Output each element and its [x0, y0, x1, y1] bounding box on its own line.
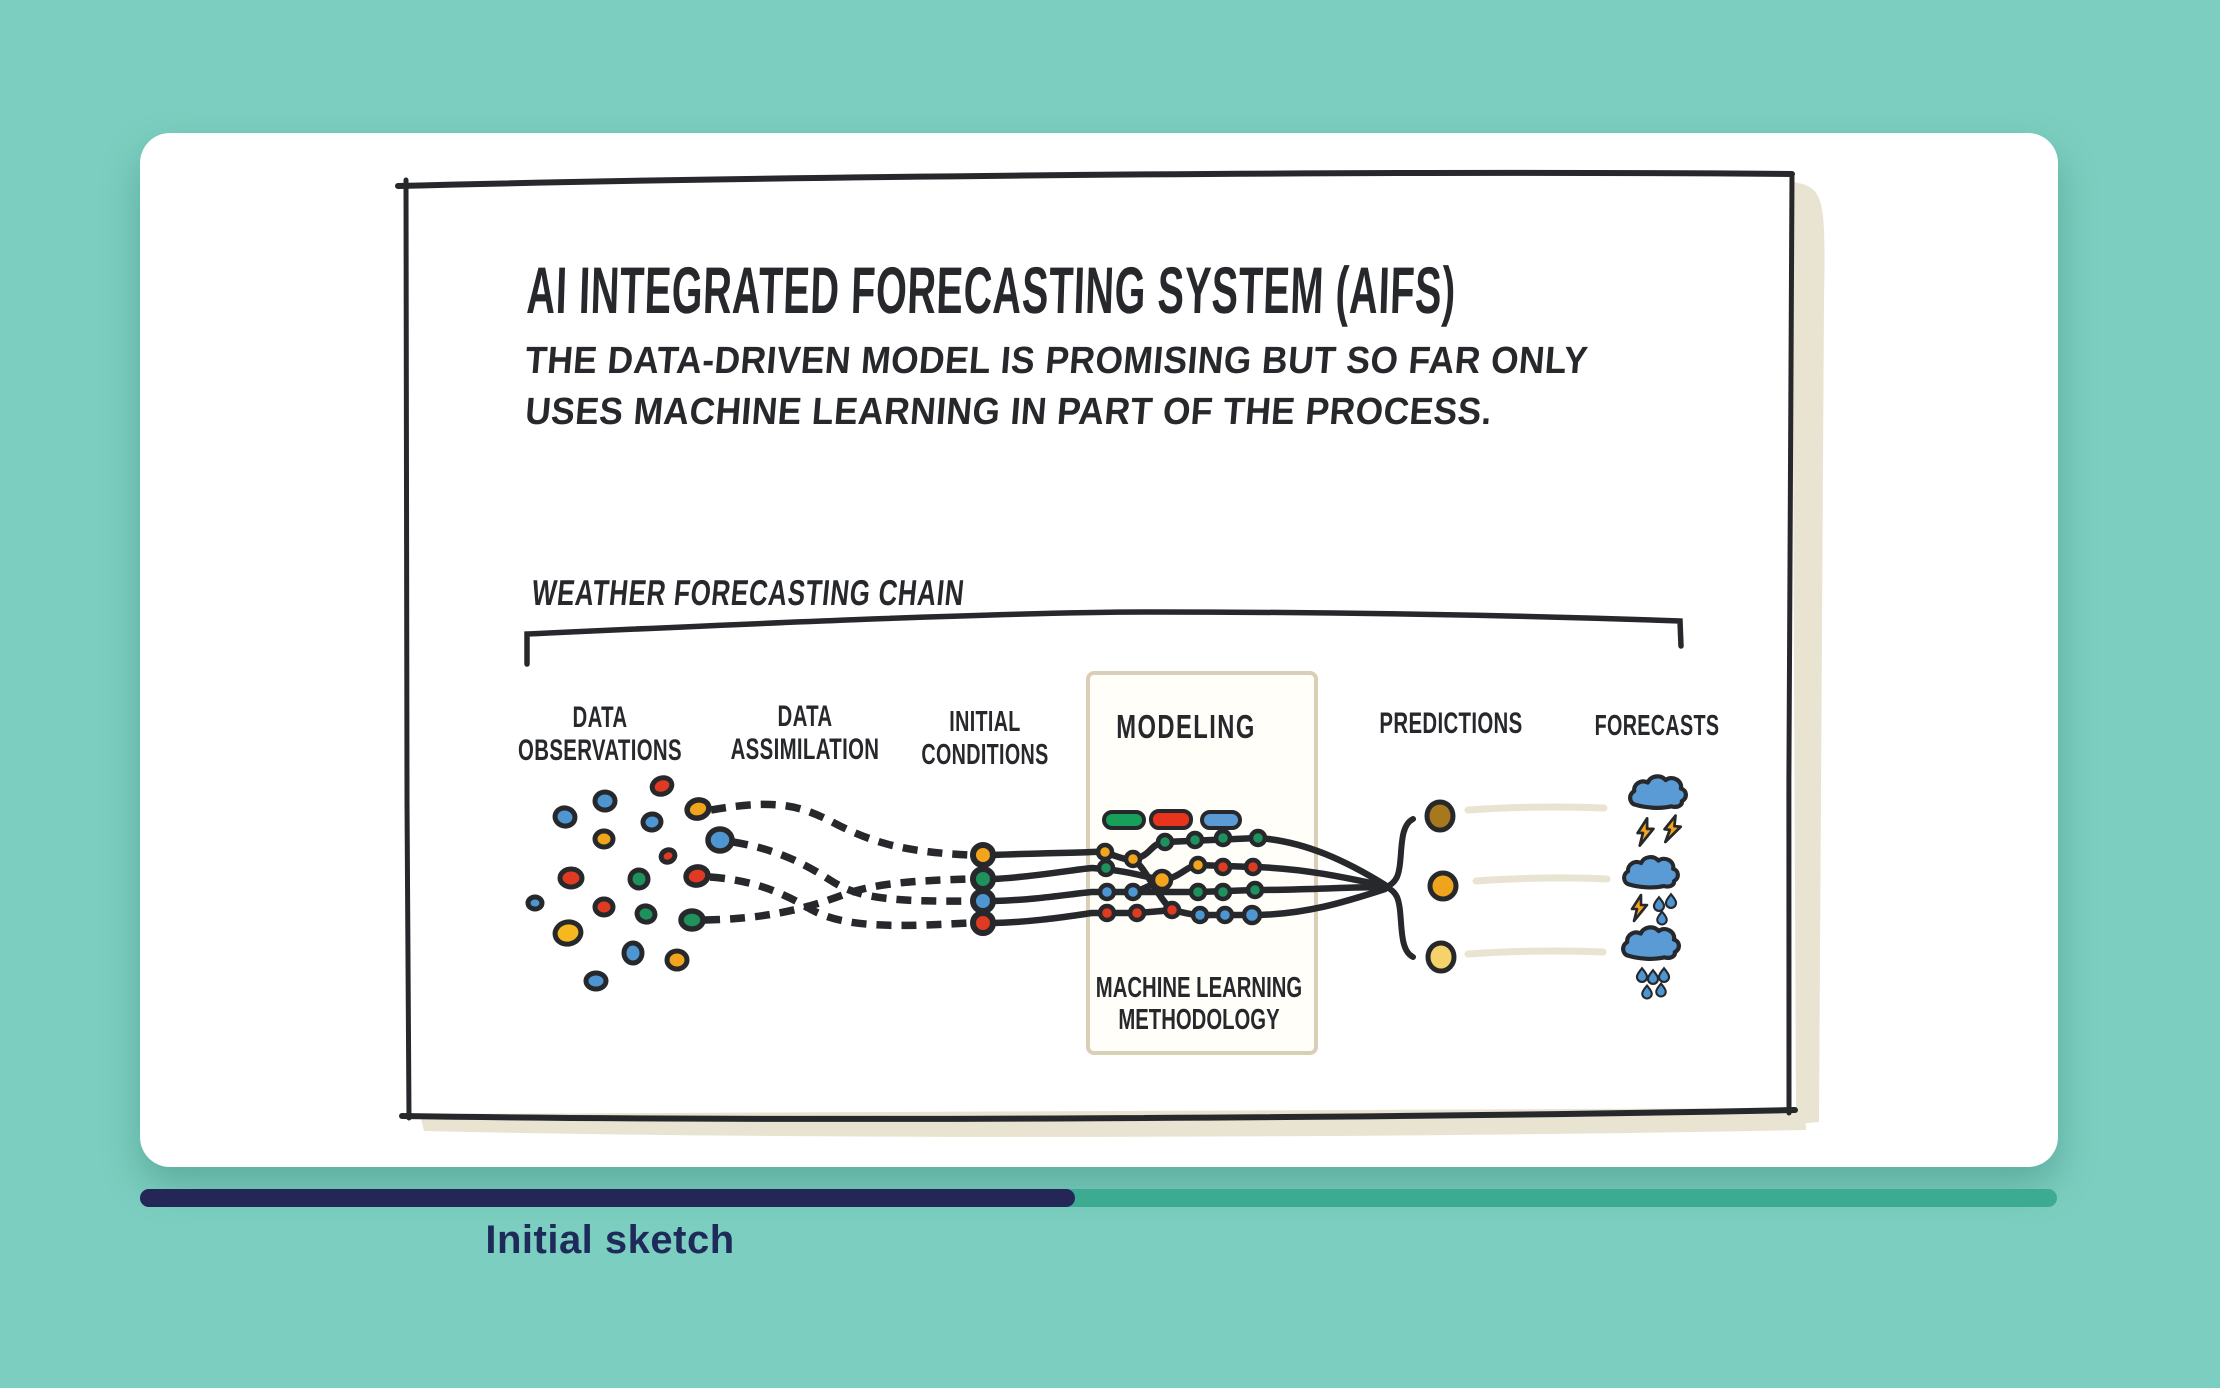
sketch-subtitle-line1: THE DATA-DRIVEN MODEL IS PROMISING BUT S…: [523, 340, 1590, 382]
stage-line: ASSIMILATION: [730, 733, 880, 766]
stage-label-data-assimilation: DATA ASSIMILATION: [703, 700, 907, 766]
model-pill-green: [1102, 810, 1146, 830]
stage-label-initial-conditions: INITIAL CONDITIONS: [883, 706, 1087, 772]
sketch-title: AI INTEGRATED FORECASTING SYSTEM (AIFS): [525, 253, 1458, 327]
modeling-note-line1: MACHINE LEARNING: [1095, 972, 1303, 1004]
stage-line: CONDITIONS: [921, 739, 1049, 771]
network-nodes: [1095, 828, 1268, 926]
stage-line: INITIAL: [949, 706, 1021, 738]
stage-line: OBSERVATIONS: [518, 734, 682, 767]
model-pills: [1102, 809, 1242, 830]
stage-label-data-observations: DATA OBSERVATIONS: [498, 701, 702, 767]
forecast-connectors: [1464, 803, 1611, 958]
modeling-note-line2: METHODOLOGY: [1118, 1004, 1280, 1036]
stage-line: MODELING: [1116, 708, 1256, 745]
chain-label: WEATHER FORECASTING CHAIN: [530, 572, 967, 613]
rain-icon: [1623, 927, 1679, 1000]
assimilation-curves: [704, 800, 971, 930]
stage-label-modeling: MODELING: [1078, 710, 1294, 743]
observation-dots: [525, 775, 690, 992]
sketch-frame: [395, 169, 1798, 1122]
stage-label-predictions: PREDICTIONS: [1349, 707, 1553, 740]
stage-line: DATA: [572, 701, 628, 734]
stage-line: PREDICTIONS: [1379, 707, 1523, 740]
brace-icon: [1381, 816, 1416, 960]
progress-bar[interactable]: [140, 1189, 2057, 1207]
stage-label-forecasts: FORECASTS: [1555, 710, 1759, 743]
stage-line: FORECASTS: [1594, 710, 1720, 742]
modeling-note: MACHINE LEARNING METHODOLOGY: [1094, 972, 1304, 1036]
initial-condition-dots: [970, 842, 996, 936]
assimilation-dots: [678, 797, 735, 932]
sketch-subtitle-line2: USES MACHINE LEARNING IN PART OF THE PRO…: [523, 391, 1494, 433]
progress-bar-fill: [140, 1189, 1076, 1207]
prediction-dots: [1424, 799, 1459, 974]
model-pill-red: [1149, 809, 1193, 830]
model-pill-blue: [1200, 810, 1242, 830]
thunder-rain-icon: [1624, 857, 1678, 926]
stage-line: DATA: [777, 700, 833, 733]
chain-bracket: [524, 609, 1684, 667]
slide-caption: Initial sketch: [485, 1218, 735, 1262]
thunderstorm-icon: [1630, 776, 1686, 848]
